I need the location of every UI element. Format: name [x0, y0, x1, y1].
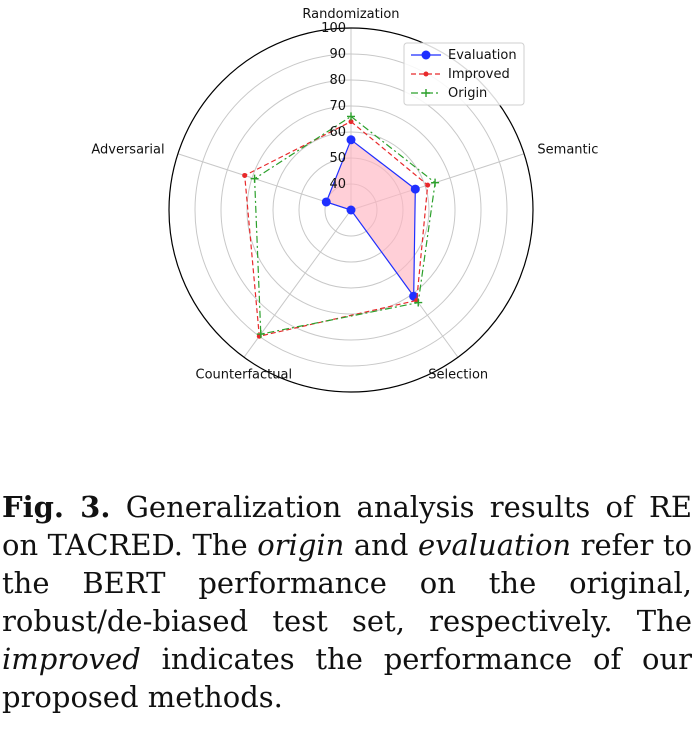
series-fill-evaluation [326, 139, 416, 297]
axis-label-semantic: Semantic [537, 142, 598, 157]
spoke-counterfactual [243, 209, 352, 358]
caption-term-evaluation: evaluation [417, 528, 572, 562]
legend-label-evaluation: Evaluation [448, 48, 517, 63]
caption-text-4: indicates the performance of our propose… [2, 642, 693, 714]
point-origin-semantic [431, 178, 440, 187]
point-evaluation-counterfactual [346, 205, 356, 215]
axis-label-selection: Selection [428, 368, 488, 383]
point-improved-adversarial [242, 172, 248, 178]
radar-frame [168, 27, 534, 393]
point-origin-randomization [347, 112, 355, 121]
caption-text-3: refer to the BERT performance on the ori… [2, 528, 693, 638]
caption-term-improved: improved [2, 642, 141, 676]
tick-label-80: 80 [329, 73, 346, 88]
caption-term-origin: origin [257, 528, 345, 562]
caption-text-2: and [353, 528, 409, 562]
point-evaluation-semantic [410, 184, 420, 194]
axis-label-randomization: Randomization [302, 7, 399, 22]
legend-label-origin: Origin [448, 86, 487, 101]
legend-marker-origin [422, 89, 430, 97]
axis-label-adversarial: Adversarial [91, 142, 164, 157]
tick-label-90: 90 [329, 47, 346, 62]
axis-label-counterfactual: Counterfactual [196, 368, 293, 383]
legend-label-improved: Improved [448, 67, 510, 82]
tick-label-60: 60 [329, 125, 346, 140]
series-line-evaluation [325, 138, 416, 299]
legend-box [403, 42, 525, 106]
tick-label-40: 40 [329, 177, 346, 192]
point-improved-randomization [348, 119, 354, 125]
point-origin-adversarial [250, 174, 259, 183]
series-line-improved [244, 120, 429, 337]
tick-label-50: 50 [329, 151, 346, 166]
point-improved-semantic [425, 182, 431, 188]
legend-marker-improved [423, 71, 429, 77]
tick-label-70: 70 [329, 99, 346, 114]
figure-label: Fig. 3. [2, 490, 111, 524]
point-origin-counterfactual [256, 330, 265, 339]
figure-caption: Fig. 3. Generalization analysis results … [0, 488, 698, 716]
point-evaluation-adversarial [321, 197, 331, 207]
legend-marker-evaluation [421, 50, 431, 60]
caption-text-1: Generalization analysis results of RE on… [2, 490, 692, 562]
point-evaluation-randomization [346, 135, 356, 145]
tick-label-100: 100 [321, 21, 346, 36]
radar-chart: 40 50 60 70 80 90 100RandomizationSemanticSele… [91, 7, 598, 393]
point-origin-selection [414, 298, 423, 307]
